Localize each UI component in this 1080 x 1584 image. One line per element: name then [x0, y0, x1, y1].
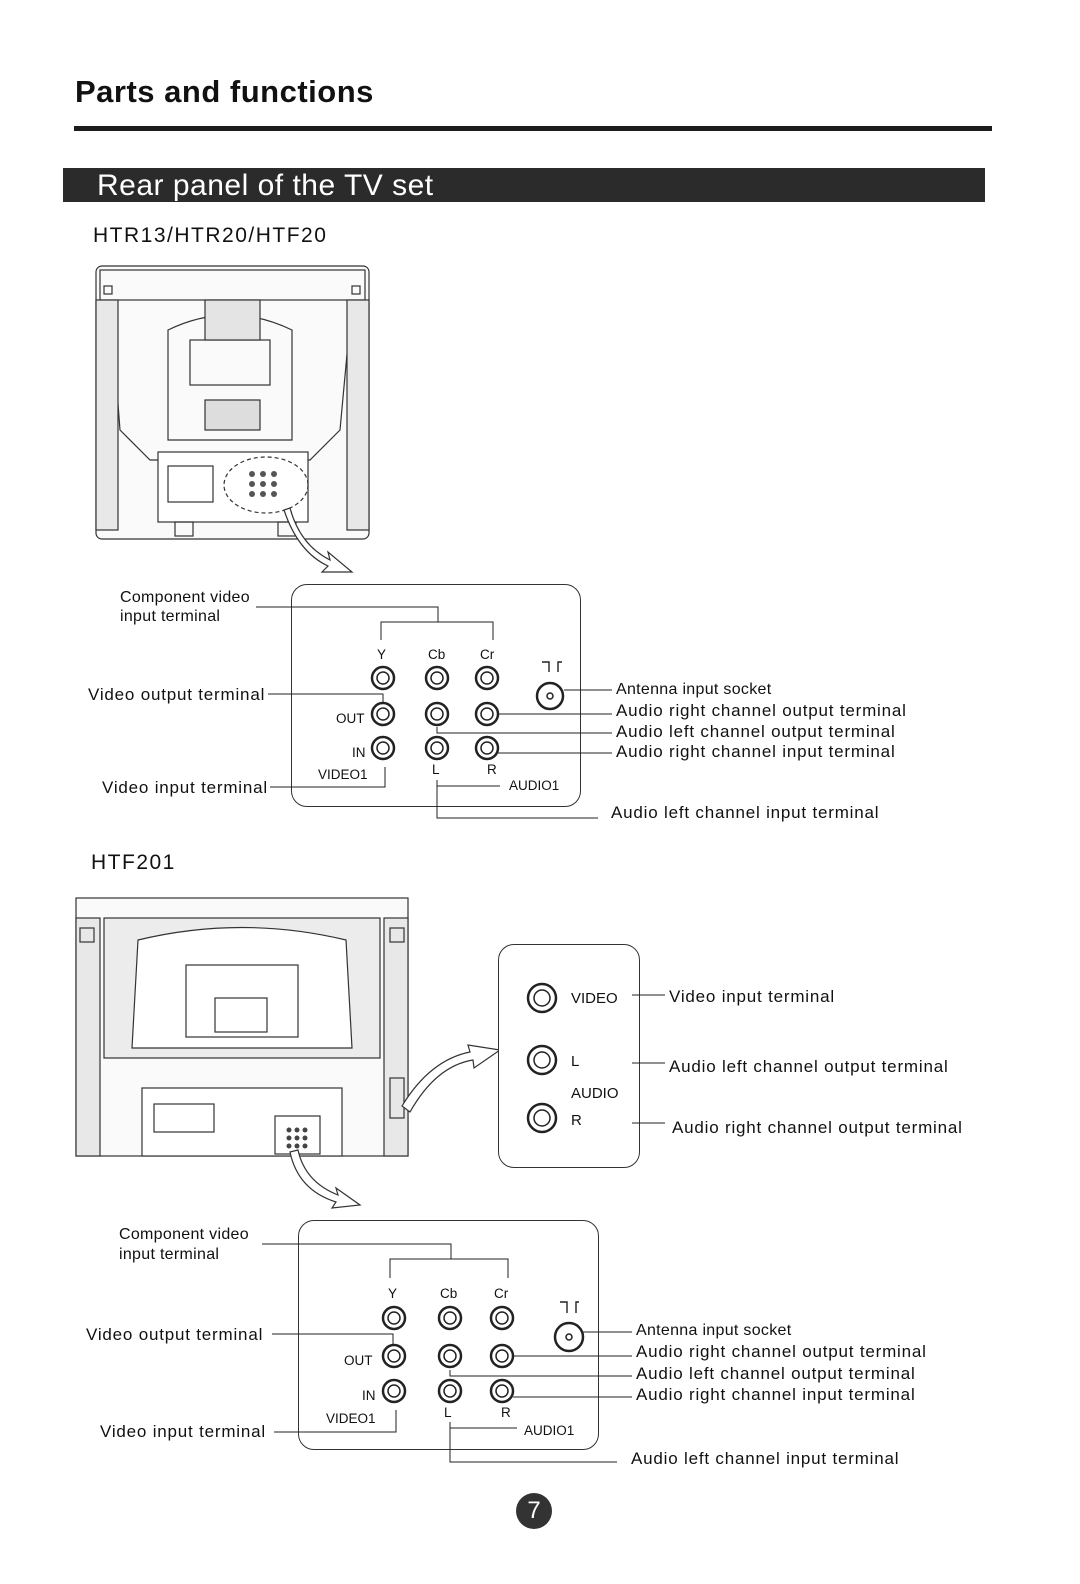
connector-panel-side: [498, 944, 640, 1168]
label-audio-right-out-a: Audio right channel output terminal: [616, 701, 907, 720]
side-label-r: R: [571, 1112, 582, 1129]
label-audio-left-in-a: Audio left channel input terminal: [611, 803, 880, 822]
jack-label-cr-b: Cr: [494, 1286, 509, 1301]
label-component-video-b1: Component video: [119, 1226, 249, 1243]
section-bar: Rear panel of the TV set: [63, 168, 985, 202]
section-title: Rear panel of the TV set: [97, 169, 434, 202]
label-audio-right-in-b: Audio right channel input terminal: [636, 1385, 916, 1404]
jack-label-r-a: R: [487, 762, 497, 777]
jack-label-in-a: IN: [352, 745, 366, 760]
label-audio-left-out-side: Audio left channel output terminal: [669, 1057, 949, 1076]
jack-label-l-a: L: [432, 762, 440, 777]
jack-label-y-a: Y: [377, 647, 387, 662]
page-number: 7: [516, 1493, 552, 1529]
model-label-second: HTF201: [91, 851, 176, 874]
jack-label-out-a: OUT: [336, 711, 365, 726]
jack-label-audio1-a: AUDIO1: [509, 778, 560, 793]
connector-panel-a: [291, 584, 581, 807]
label-audio-left-in-b: Audio left channel input terminal: [631, 1449, 900, 1468]
label-audio-right-in-a: Audio right channel input terminal: [616, 742, 896, 761]
page-title: Parts and functions: [75, 74, 374, 109]
label-component-video-a2: input terminal: [120, 608, 221, 625]
label-video-input-a: Video input terminal: [102, 778, 268, 797]
jack-label-in-b: IN: [362, 1388, 376, 1403]
side-label-video: VIDEO: [571, 990, 618, 1007]
label-audio-right-out-b: Audio right channel output terminal: [636, 1342, 927, 1361]
model-label-first: HTR13/HTR20/HTF20: [93, 224, 328, 247]
label-component-video-a1: Component video: [120, 589, 250, 606]
jack-label-audio1-b: AUDIO1: [524, 1423, 575, 1438]
label-audio-left-out-b: Audio left channel output terminal: [636, 1364, 916, 1383]
jack-label-cr-a: Cr: [480, 647, 495, 662]
jack-label-out-b: OUT: [344, 1353, 373, 1368]
side-label-audio: AUDIO: [571, 1085, 619, 1102]
label-component-video-b2: input terminal: [119, 1246, 220, 1263]
jack-label-cb-a: Cb: [428, 647, 446, 662]
label-antenna-b: Antenna input socket: [636, 1322, 792, 1339]
label-video-output-a: Video output terminal: [88, 685, 266, 704]
label-video-output-b: Video output terminal: [86, 1325, 264, 1344]
label-audio-right-out-side: Audio right channel output terminal: [672, 1118, 963, 1137]
jack-label-r-b: R: [501, 1405, 511, 1420]
label-audio-left-out-a: Audio left channel output terminal: [616, 722, 896, 741]
connector-panel-b: [298, 1220, 599, 1450]
jack-label-video1-a: VIDEO1: [318, 767, 368, 782]
jack-label-video1-b: VIDEO1: [326, 1411, 376, 1426]
title-rule: [74, 126, 992, 131]
label-antenna-a: Antenna input socket: [616, 681, 772, 698]
jack-label-l-b: L: [444, 1405, 452, 1420]
label-video-input-side: Video input terminal: [669, 987, 835, 1006]
side-label-l: L: [571, 1053, 580, 1070]
jack-label-cb-b: Cb: [440, 1286, 458, 1301]
jack-label-y-b: Y: [388, 1286, 398, 1301]
label-video-input-b: Video input terminal: [100, 1422, 266, 1441]
